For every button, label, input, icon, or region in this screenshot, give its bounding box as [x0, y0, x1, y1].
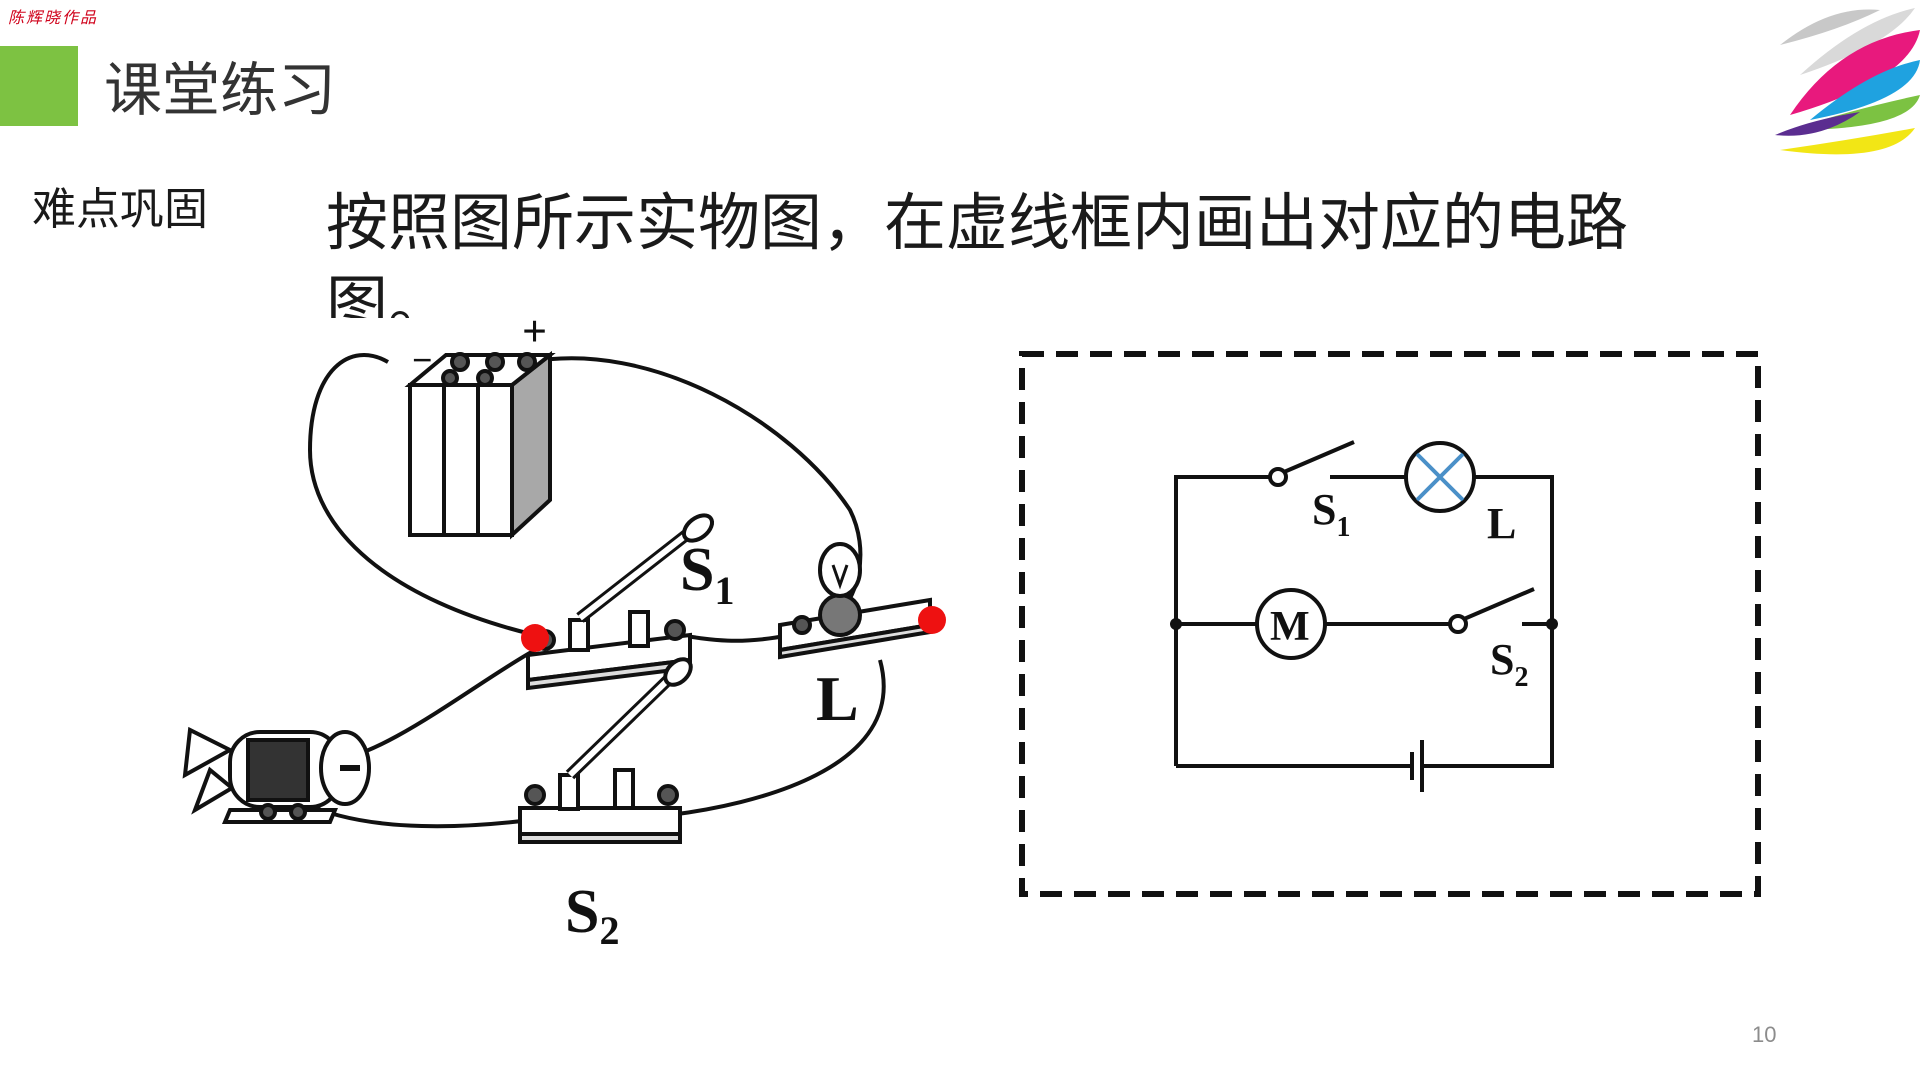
lamp-label: L — [816, 663, 859, 734]
schematic-motor-label: M — [1270, 604, 1310, 650]
connection-marker-lamp — [918, 606, 946, 634]
battery-plus-label: + — [522, 307, 547, 356]
schematic-lamp-label: L — [1487, 499, 1516, 548]
slide-title: 课堂练习 — [104, 56, 337, 124]
brand-logo-icon — [1775, 8, 1920, 155]
question-container: 按照图所示实物图，在虚线框内画出对应的电路图。 — [326, 182, 1746, 318]
junction-dot-left — [1170, 618, 1182, 630]
junction-dot-right — [1546, 618, 1558, 630]
physical-circuit-diagram: − + S1 L — [182, 307, 946, 953]
schematic-answer-box: S1 L M S2 — [1019, 351, 1761, 897]
page-number: 10 — [1752, 1022, 1777, 1047]
schematic-switch-s1-label: S1 — [1312, 485, 1350, 543]
title-accent-block — [0, 46, 78, 126]
motor-device — [182, 726, 371, 824]
schematic-switch-s2 — [1444, 587, 1535, 634]
schematic-switch-s1 — [1268, 440, 1355, 487]
switch-s1-label: S1 — [680, 536, 734, 613]
schematic-battery — [1410, 740, 1424, 792]
schematic-wires — [1174, 475, 1554, 768]
schematic-lamp — [1404, 441, 1476, 513]
author-watermark: 陈辉晓作品 — [8, 8, 99, 27]
switch-s1-device — [526, 513, 715, 691]
connection-marker-s1 — [521, 624, 549, 652]
schematic-switch-s2-label: S2 — [1490, 635, 1528, 693]
lamp-device — [778, 542, 932, 660]
switch-s2-device — [518, 657, 693, 844]
battery-minus-label: − — [412, 340, 433, 380]
dashed-frame — [1019, 351, 1761, 897]
battery-pack — [404, 350, 556, 540]
switch-s2-label: S2 — [565, 878, 619, 953]
section-label: 难点巩固 — [32, 184, 208, 235]
schematic-motor — [1255, 588, 1327, 660]
question-text: 按照图所示实物图，在虚线框内画出对应的电路图。 — [326, 186, 1629, 318]
